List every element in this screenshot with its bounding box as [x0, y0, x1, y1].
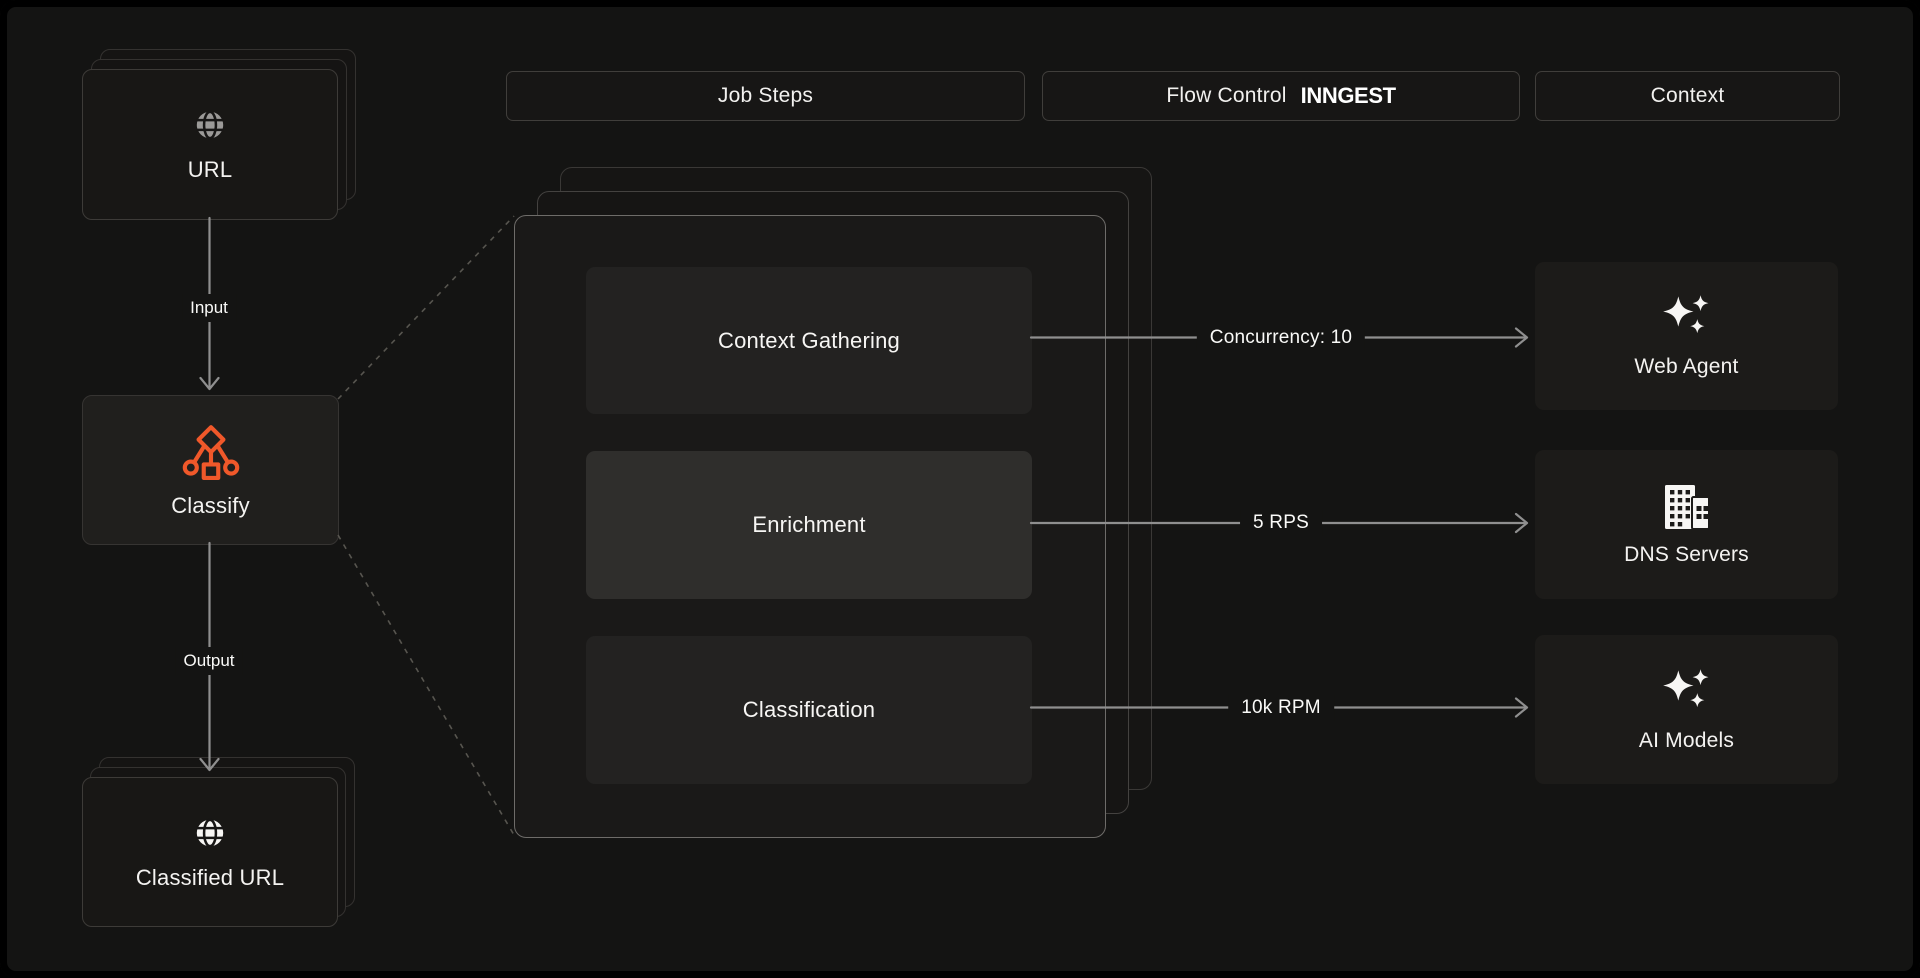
expansion-dashed-line [337, 215, 515, 400]
step-classification: Classification [586, 636, 1032, 784]
context-node-ai-models: AI Models [1535, 635, 1838, 784]
inngest-logo: INNGEST [1300, 83, 1396, 108]
header-job-steps-label: Job Steps [717, 84, 814, 107]
header-job-steps: Job Steps [506, 71, 1025, 121]
step-label: Enrichment [752, 512, 866, 537]
globe-icon [196, 110, 224, 140]
url-node-label: URL [187, 157, 233, 182]
input-label: Input [182, 294, 236, 322]
flow-control-rpm-label: 10k RPM [1228, 695, 1334, 721]
job-panel: Context Gathering Enrichment Classificat… [514, 215, 1106, 838]
header-context: Context [1535, 71, 1840, 121]
classified-url-node: Classified URL [82, 777, 338, 927]
context-node-label: AI Models [1638, 728, 1735, 752]
context-node-label: DNS Servers [1624, 542, 1749, 566]
arrowhead-right [1514, 512, 1529, 534]
arrowhead-right [1514, 327, 1529, 348]
context-node-label: Web Agent [1634, 355, 1739, 378]
globe-icon [196, 818, 224, 847]
classify-tree-icon [182, 424, 239, 480]
buildings-icon [1664, 484, 1710, 530]
classified-url-node-label: Classified URL [135, 864, 285, 890]
step-enrichment: Enrichment [586, 451, 1032, 599]
header-flow-control-label: Flow Control [1166, 84, 1287, 107]
header-context-label: Context [1650, 84, 1725, 107]
classify-node: Classify [82, 395, 339, 545]
arrowhead-right [1514, 697, 1529, 718]
arrowhead-down [199, 376, 220, 391]
step-context-gathering: Context Gathering [586, 267, 1032, 414]
sparkles-icon [1662, 295, 1708, 334]
header-flow-control: Flow Control INNGEST [1042, 71, 1520, 121]
context-node-web-agent: Web Agent [1535, 262, 1838, 410]
output-label: Output [175, 647, 243, 675]
flow-control-concurrency-label: Concurrency: 10 [1196, 325, 1366, 351]
step-label: Context Gathering [718, 327, 900, 353]
expansion-dashed-line [337, 534, 515, 836]
classify-node-label: Classify [171, 492, 250, 518]
sparkles-icon [1662, 668, 1708, 707]
context-node-dns-servers: DNS Servers [1535, 450, 1838, 599]
url-node: URL [82, 69, 338, 220]
flow-control-rps-label: 5 RPS [1240, 510, 1322, 536]
step-label: Classification [742, 697, 876, 722]
